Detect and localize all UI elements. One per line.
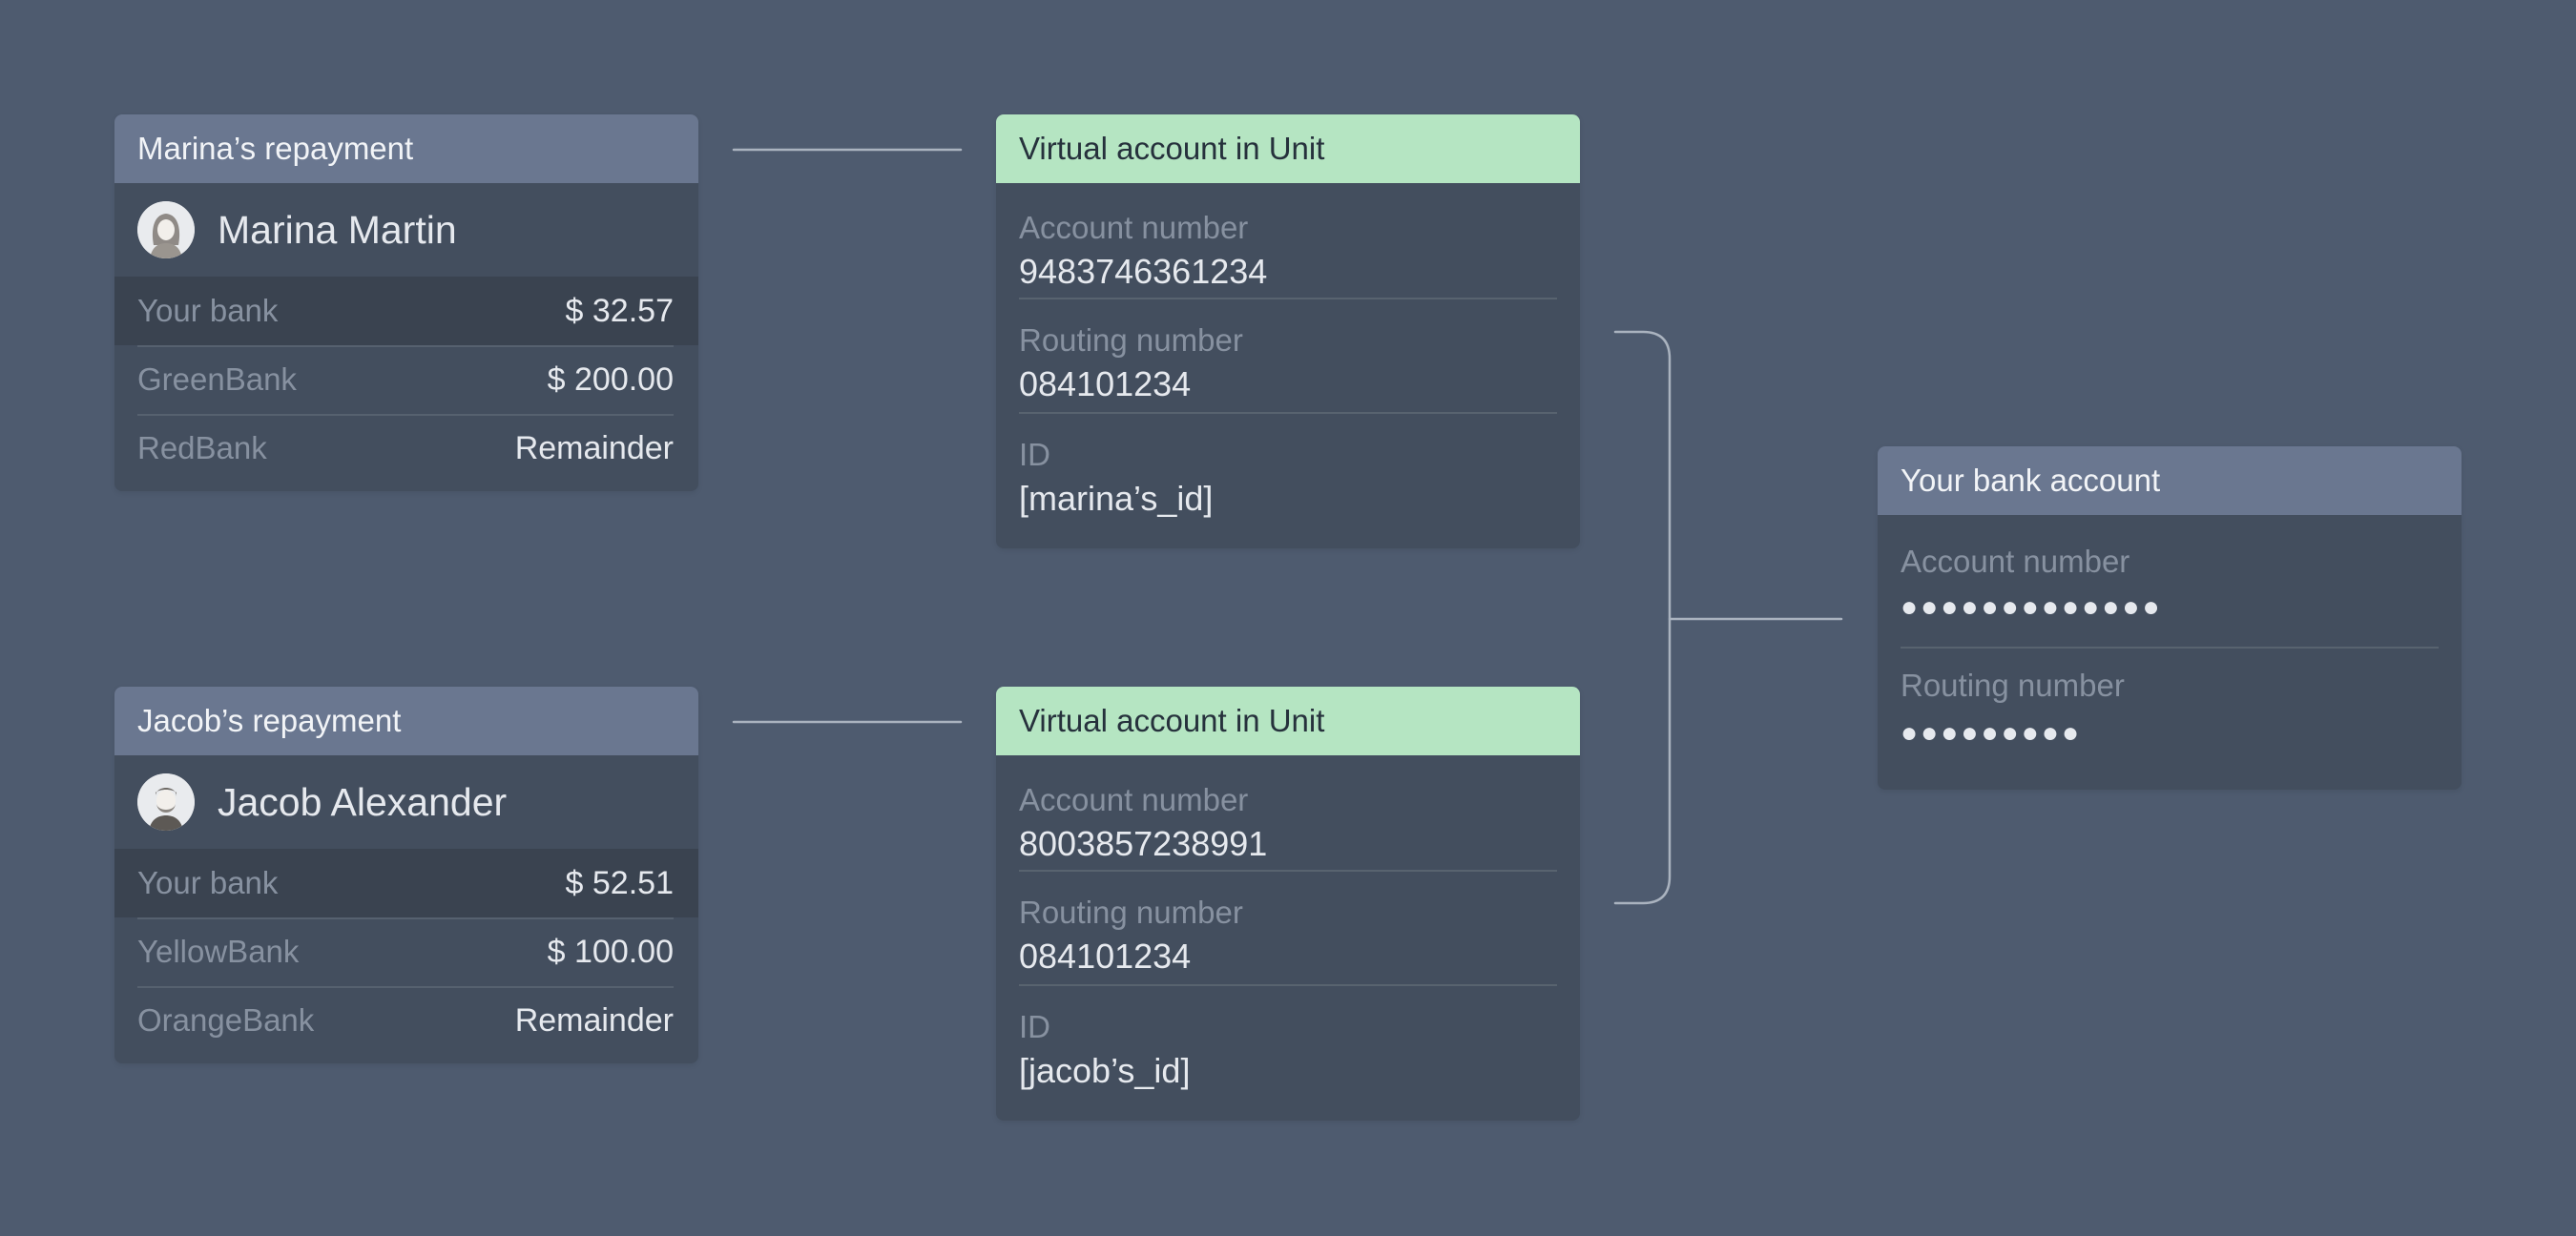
person-row: Jacob Alexander [114,755,698,849]
bank-label: Your bank [137,865,279,900]
repayment-card-jacob: Jacob’s repayment Jacob Alexander Your b… [114,687,698,1063]
avatar [137,773,195,831]
repayment-title: Jacob’s repayment [114,687,698,755]
bracket-connector [1613,330,1672,905]
man-avatar-icon [137,773,195,831]
allocation-row: Your bank $ 52.51 [114,849,698,917]
allocation-row: Your bank $ 32.57 [114,277,698,345]
amount-value: $ 200.00 [547,360,674,398]
person-name: Jacob Alexander [218,779,508,824]
virtual-account-title: Virtual account in Unit [996,687,1580,755]
routing-number-field: Routing number ●●●●●●●●● [1878,647,2462,790]
amount-value: Remainder [514,429,674,466]
routing-number-field: Routing number 084101234 [996,298,1580,412]
field-label: Account number [1019,782,1249,817]
routing-number-field: Routing number 084101234 [996,870,1580,984]
person-name: Marina Martin [218,207,457,252]
account-number-field: Account number ●●●●●●●●●●●●● [1878,515,2462,647]
woman-avatar-icon [137,201,195,258]
bank-label: YellowBank [137,934,300,969]
field-label: Account number [1019,210,1249,245]
amount-value: Remainder [514,1001,674,1039]
bank-label: Your bank [137,293,279,328]
masked-routing-number: ●●●●●●●●● [1901,717,2083,749]
field-label: Routing number [1901,668,2125,703]
id-field: ID [marina’s_id] [996,412,1580,526]
bank-label: OrangeBank [137,1002,315,1038]
field-label: Routing number [1019,322,1243,358]
masked-account-number: ●●●●●●●●●●●●● [1901,591,2163,623]
person-row: Marina Martin [114,183,698,277]
bank-label: GreenBank [137,361,297,397]
id-field: ID [jacob’s_id] [996,984,1580,1099]
virtual-account-card-jacob: Virtual account in Unit Account number 8… [996,687,1580,1121]
field-label: Routing number [1019,895,1243,930]
avatar [137,201,195,258]
account-number-value: 8003857238991 [1019,824,1268,863]
virtual-account-title: Virtual account in Unit [996,114,1580,183]
allocation-row: RedBank Remainder [114,414,698,483]
amount-value: $ 32.57 [565,292,674,329]
amount-value: $ 100.00 [547,933,674,970]
virtual-account-card-marina: Virtual account in Unit Account number 9… [996,114,1580,548]
bank-account-title: Your bank account [1878,446,2462,515]
routing-number-value: 084101234 [1019,364,1192,403]
allocation-row: YellowBank $ 100.00 [114,917,698,986]
field-label: ID [1019,1009,1050,1044]
allocation-row: OrangeBank Remainder [114,986,698,1055]
allocation-row: GreenBank $ 200.00 [114,345,698,414]
repayment-title: Marina’s repayment [114,114,698,183]
account-number-value: 9483746361234 [1019,252,1268,291]
field-label: ID [1019,437,1050,472]
field-label: Account number [1901,544,2130,579]
id-value: [marina’s_id] [1019,479,1214,518]
bank-label: RedBank [137,430,267,465]
repayment-card-marina: Marina’s repayment Marina Martin Your ba… [114,114,698,491]
account-number-field: Account number 8003857238991 [996,755,1580,870]
routing-number-value: 084101234 [1019,937,1192,976]
account-number-field: Account number 9483746361234 [996,183,1580,298]
id-value: [jacob’s_id] [1019,1051,1191,1090]
amount-value: $ 52.51 [565,864,674,901]
bank-account-card: Your bank account Account number ●●●●●●●… [1878,446,2462,790]
